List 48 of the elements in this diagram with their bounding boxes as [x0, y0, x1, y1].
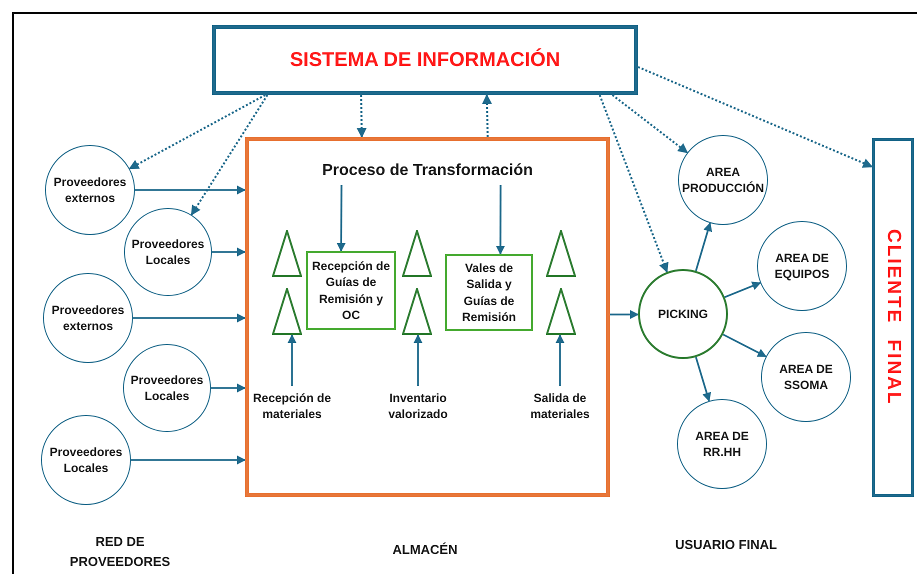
arrow [482, 94, 492, 138]
arrow [612, 94, 688, 154]
arrow [128, 94, 266, 170]
document-box [306, 251, 396, 330]
client-box [872, 138, 914, 497]
system-box [212, 25, 638, 95]
node-label: Proveedores externos [50, 302, 126, 334]
node-label: Proveedores Locales [48, 444, 124, 476]
arrow [724, 282, 762, 298]
arrow [610, 310, 639, 319]
node-label: Proveedores externos [52, 174, 128, 206]
arrow [356, 94, 367, 138]
system-title: SISTEMA DE INFORMACIÓN [290, 47, 560, 72]
node-label: Proveedores Locales [130, 372, 204, 404]
arrow [211, 384, 246, 392]
node-label: AREA PRODUCCIÓN [682, 164, 764, 196]
arrow [288, 334, 296, 386]
section-label: USUARIO FINAL [674, 536, 778, 554]
arrow [414, 334, 422, 386]
input-label: Salida de materiales [529, 390, 591, 422]
warehouse-frame [245, 137, 610, 497]
arrow [336, 185, 346, 252]
client-title: CLIENTE FINAL [882, 229, 905, 406]
document-box [445, 254, 533, 331]
node-label: AREA DE EQUIPOS [774, 250, 830, 282]
arrow [598, 94, 668, 273]
node-label: AREA DE SSOMA [778, 360, 834, 394]
arrow [190, 94, 268, 216]
arrow [638, 66, 873, 168]
arrow [695, 222, 712, 272]
section-label: ALMACÉN [392, 541, 458, 559]
node-label: Proveedores Locales [130, 236, 206, 268]
arrow [133, 314, 246, 322]
input-label: Recepción de materiales [252, 390, 332, 422]
arrow [695, 356, 712, 402]
arrow [131, 456, 246, 464]
node-label: PICKING [658, 306, 708, 322]
arrow [722, 334, 767, 358]
section-heading: Proceso de Transformación [322, 161, 533, 182]
section-label: RED DE PROVEEDORES [68, 533, 172, 570]
input-label: Inventario valorizado [387, 390, 449, 422]
arrow [496, 185, 505, 255]
arrow [212, 248, 246, 256]
arrow [135, 186, 246, 194]
node-label: AREA DE RR.HH [694, 428, 750, 460]
box-text: Recepción de Guías de Remisión y OC [310, 258, 392, 323]
arrow [556, 334, 564, 386]
box-text: Vales de Salida y Guías de Remisión [460, 260, 517, 325]
